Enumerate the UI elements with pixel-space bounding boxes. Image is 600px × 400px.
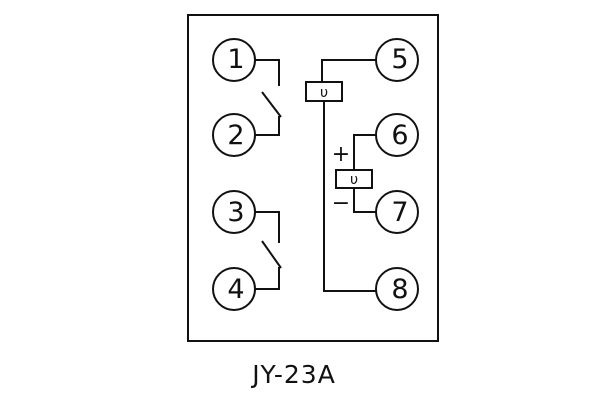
wire-7 — [353, 188, 376, 213]
wire-1 — [253, 59, 280, 86]
terminal-5: 5 — [375, 38, 419, 82]
switch-blade-1-2 — [261, 91, 282, 118]
wire-8 — [323, 101, 376, 292]
contact-group-1-2 — [253, 59, 282, 136]
terminal-8-label: 8 — [391, 274, 408, 305]
terminal-4: 4 — [212, 267, 256, 311]
terminal-6: 6 — [375, 113, 419, 157]
wire-5 — [321, 59, 376, 82]
terminal-5-label: 5 — [391, 44, 408, 75]
terminal-2: 2 — [212, 113, 256, 157]
coil-symbol: υ — [350, 172, 358, 188]
coil-element-6-7: υ + − — [332, 134, 376, 216]
terminal-8: 8 — [375, 267, 419, 311]
contact-group-3-4 — [253, 211, 282, 290]
contact-element-5-8: υ — [305, 59, 376, 292]
terminal-2-label: 2 — [227, 120, 244, 151]
contact-symbol-top: υ — [320, 85, 328, 101]
model-label: JY-23A — [250, 360, 336, 389]
terminal-3: 3 — [212, 190, 256, 234]
polarity-plus-label: + — [332, 142, 350, 167]
terminal-4-label: 4 — [227, 274, 244, 305]
terminal-7-label: 7 — [391, 197, 408, 228]
wire-4 — [253, 267, 280, 290]
terminal-6-label: 6 — [391, 120, 408, 151]
terminal-1: 1 — [212, 38, 256, 82]
wire-2 — [253, 116, 280, 136]
wire-3 — [253, 211, 280, 243]
wire-6 — [353, 134, 376, 170]
device-outline — [187, 14, 439, 342]
polarity-minus-label: − — [332, 191, 350, 216]
terminal-7: 7 — [375, 190, 419, 234]
switch-blade-3-4 — [261, 240, 282, 269]
terminal-3-label: 3 — [227, 197, 244, 228]
terminal-1-label: 1 — [227, 44, 244, 75]
